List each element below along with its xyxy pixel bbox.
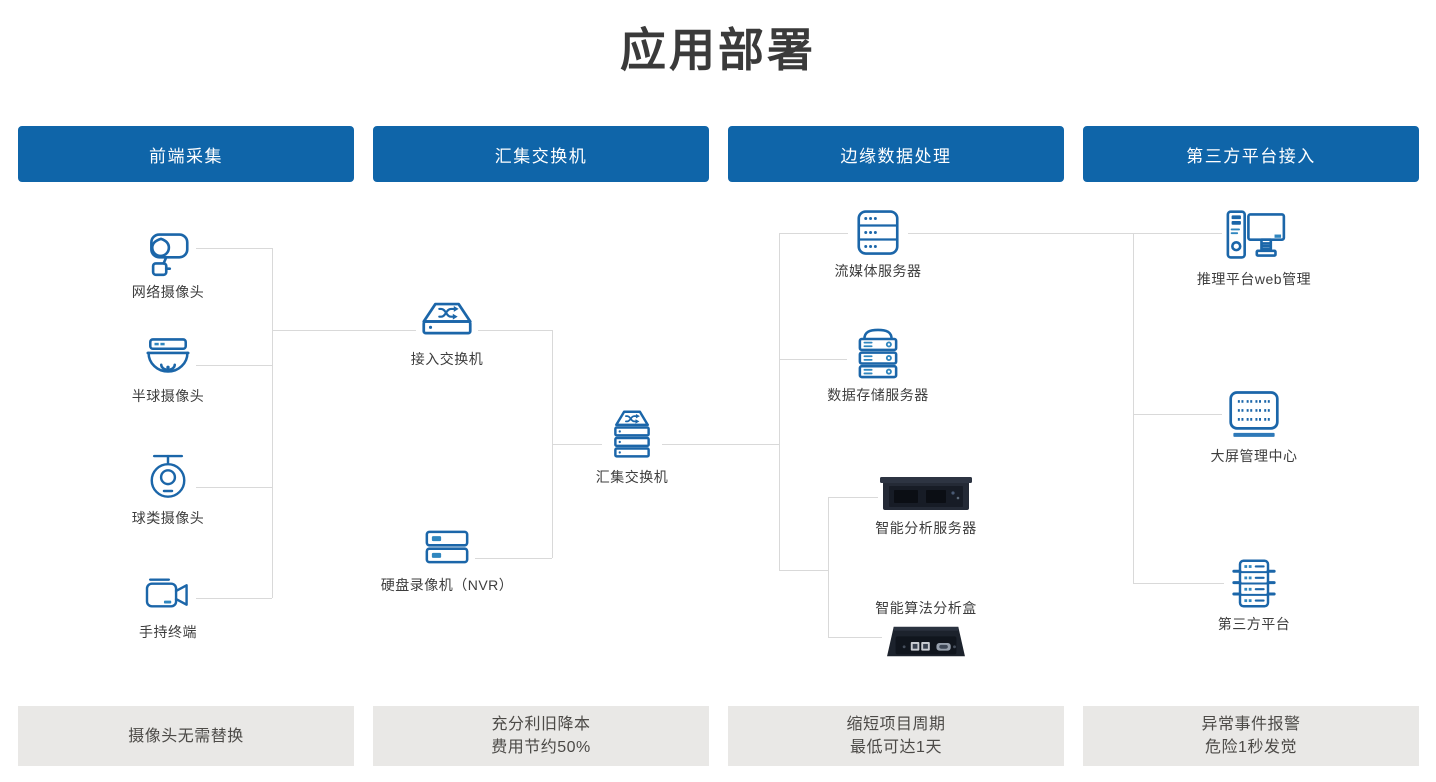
analysis-box-photo <box>846 624 1006 662</box>
connector-line <box>662 444 779 445</box>
bullet-camera-icon <box>88 224 248 280</box>
benefit-line: 异常事件报警 <box>1201 716 1301 733</box>
connector-line <box>196 365 272 366</box>
node-ptz-camera: 球类摄像头 <box>88 452 248 528</box>
node-label: 手持终端 <box>139 624 197 640</box>
header-edge-processing: 边缘数据处理 <box>728 126 1064 182</box>
node-access-switch: 接入交换机 <box>367 300 527 369</box>
connector-line <box>196 487 272 488</box>
connector-line <box>908 233 1222 234</box>
stacked-switch-icon <box>552 408 712 461</box>
connector-line <box>475 558 552 559</box>
node-label: 第三方平台 <box>1217 616 1291 632</box>
nvr-icon <box>367 526 527 568</box>
header-front-collection: 前端采集 <box>18 126 354 182</box>
node-nvr: 硬盘录像机（NVR） <box>367 526 527 595</box>
desktop-computer-icon <box>1174 207 1334 263</box>
connector-line <box>828 497 878 498</box>
connector-line <box>272 248 273 598</box>
connector-line <box>828 497 829 637</box>
node-analysis-server: 智能分析服务器 <box>846 474 1006 538</box>
connector-line <box>196 598 272 599</box>
connector-line <box>1133 414 1222 415</box>
connector-line <box>272 330 416 331</box>
benefit-line: 充分利旧降本 <box>491 716 591 733</box>
node-label: 汇集交换机 <box>595 469 669 485</box>
benefit-line: 费用节约50% <box>491 739 591 756</box>
node-label: 硬盘录像机（NVR） <box>380 577 514 593</box>
node-analysis-box: 智能算法分析盒 <box>846 598 1006 662</box>
connector-line <box>196 248 272 249</box>
node-agg-switch: 汇集交换机 <box>552 408 712 487</box>
node-screen-center: 大屏管理中心 <box>1174 388 1334 466</box>
node-media-server: 流媒体服务器 <box>798 208 958 281</box>
node-label: 半球摄像头 <box>131 388 205 404</box>
node-label: 智能算法分析盒 <box>875 600 977 616</box>
rack-server-photo <box>846 474 1006 514</box>
benefit-box-cost: 充分利旧降本 费用节约50% <box>373 706 709 766</box>
connector-line <box>478 330 552 331</box>
connector-line <box>552 444 602 445</box>
node-web-management: 推理平台web管理 <box>1174 207 1334 289</box>
led-wall-icon <box>1174 388 1334 440</box>
benefit-box-cameras: 摄像头无需替换 <box>18 706 354 766</box>
node-label: 智能分析服务器 <box>875 520 977 536</box>
node-label: 球类摄像头 <box>131 510 205 526</box>
page-title: 应用部署 <box>620 24 816 76</box>
connector-line <box>779 233 848 234</box>
benefit-line: 危险1秒发觉 <box>1205 739 1297 756</box>
connector-line <box>1133 233 1134 583</box>
node-label: 流媒体服务器 <box>834 263 922 279</box>
node-third-party: 第三方平台 <box>1174 557 1334 634</box>
node-network-camera: 网络摄像头 <box>88 224 248 302</box>
connector-line <box>779 359 847 360</box>
node-dome-camera: 半球摄像头 <box>88 336 248 406</box>
benefit-box-cycle: 缩短项目周期 最低可达1天 <box>728 706 1064 766</box>
node-label: 数据存储服务器 <box>827 387 929 403</box>
header-third-party-access: 第三方平台接入 <box>1083 126 1419 182</box>
media-server-icon <box>798 208 958 257</box>
connector-line <box>779 233 780 570</box>
connector-line <box>828 637 882 638</box>
node-label: 网络摄像头 <box>131 284 205 300</box>
header-agg-switch: 汇集交换机 <box>373 126 709 182</box>
node-label: 推理平台web管理 <box>1196 271 1312 287</box>
connector-line <box>779 570 828 571</box>
ptz-camera-icon <box>88 452 248 504</box>
connector-line <box>1133 583 1224 584</box>
node-label: 大屏管理中心 <box>1210 448 1298 464</box>
dome-camera-icon <box>88 336 248 380</box>
video-camera-icon <box>88 574 248 616</box>
server-rack-icon <box>1174 557 1334 610</box>
node-handheld-terminal: 手持终端 <box>88 574 248 642</box>
benefit-line: 最低可达1天 <box>850 739 942 756</box>
storage-server-icon <box>798 326 958 381</box>
benefit-box-alarm: 异常事件报警 危险1秒发觉 <box>1083 706 1419 766</box>
benefit-line: 缩短项目周期 <box>846 716 946 733</box>
benefit-line: 摄像头无需替换 <box>128 727 244 745</box>
node-storage-server: 数据存储服务器 <box>798 326 958 405</box>
node-label: 接入交换机 <box>410 351 484 367</box>
switch-icon <box>367 300 527 343</box>
